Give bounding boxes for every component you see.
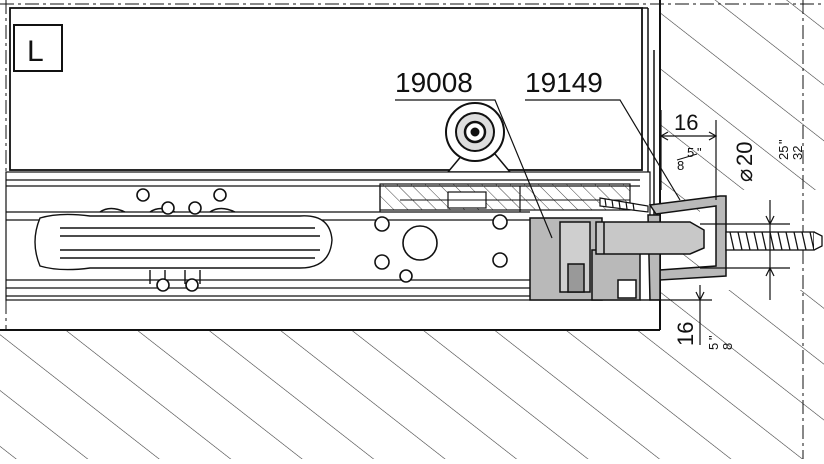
dim-top-inch-mark: " [697,145,702,160]
dim-bottom-lines [640,285,712,345]
screw-right [725,231,823,251]
part-number-19149: 19149 [525,67,603,98]
roller-wheel [445,102,512,173]
dim-bottom-inch-mark: " [706,335,721,340]
dim-bottom-value: 16 [673,322,698,346]
dim-right-symbol: ⌀ [732,169,757,182]
rail-holes [136,188,508,292]
part-number-19008: 19008 [395,67,473,98]
dim-top-value: 16 [674,110,698,135]
dim-right-lines [700,200,790,300]
label-box: L [13,24,63,72]
dim-right-inch-mark: " [776,139,791,144]
dim-top-frac-bar [676,153,698,161]
clip-part-19008 [529,217,641,301]
dim-right-inch-den: 32 [790,146,805,160]
dim-bottom-inch-den: 8 [720,343,735,350]
dim-right-inch-group: 25 32 " [776,139,805,160]
dim-right-inch-num: 25 [776,146,791,160]
dim-bottom-inch-group: 5 8 " [706,335,735,350]
dim-top-inch-den: 8 [677,158,684,173]
dim-bottom-text-group: 16 [673,322,698,346]
part-leaders [395,99,681,239]
dim-right-text-group: ⌀ 20 [732,142,757,182]
dim-top-inch-num: 5 [687,145,694,160]
label-box-text: L [27,35,44,68]
dim-bottom-inch-num: 5 [706,343,721,350]
mounting-bracket-19149 [595,195,727,301]
drawer-box [9,7,655,218]
upper-profile-strip [379,183,631,211]
dim-right-value: 20 [732,142,757,166]
dim-top-lines [659,110,718,200]
screw-upper [599,197,649,213]
